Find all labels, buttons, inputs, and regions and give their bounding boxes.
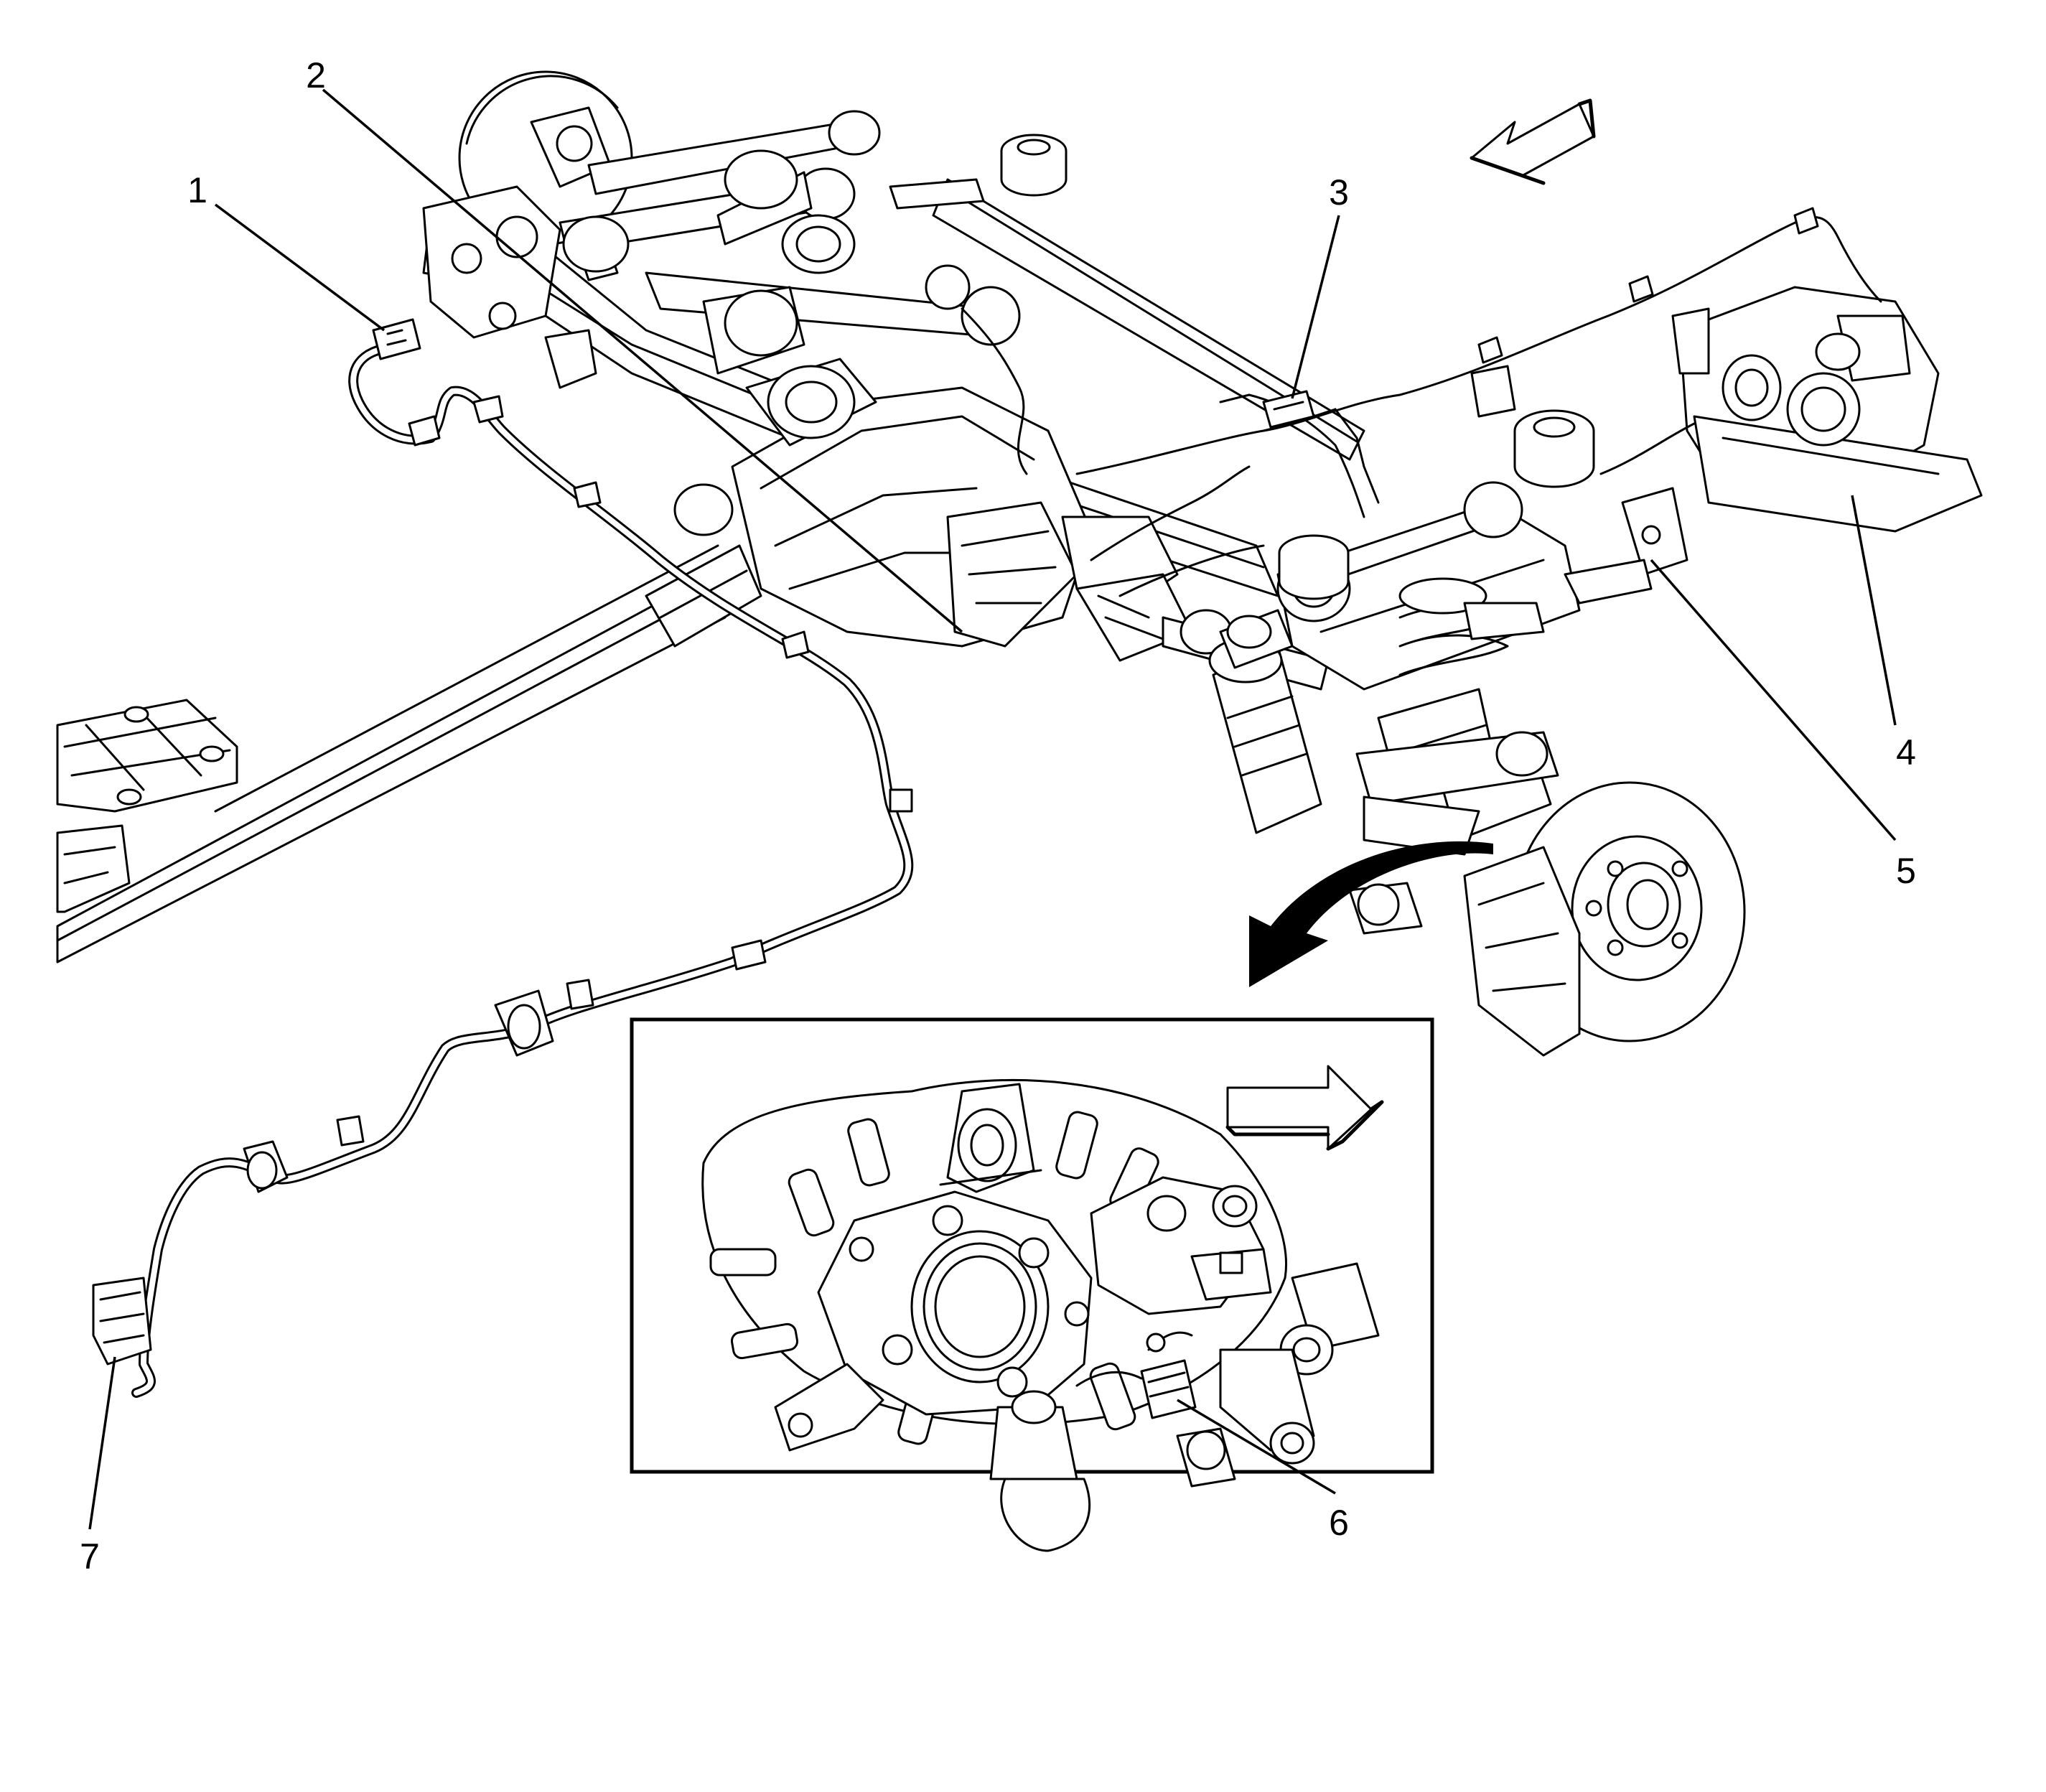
upper-control-arms [559, 110, 1021, 375]
front-direction-arrow-icon [1470, 98, 1596, 185]
rotation-arrow-icon [1249, 841, 1493, 987]
sensor-bracket [1564, 487, 1688, 605]
upper-bushings [889, 134, 1068, 210]
frame-crossmember [56, 699, 238, 913]
differential [673, 358, 1179, 648]
right-lower-arm [1355, 731, 1559, 856]
left-wheel-speed-harness [92, 318, 914, 1398]
callout-label-3: 3 [1329, 172, 1349, 213]
right-shock-absorber [1208, 609, 1322, 834]
callout-label-2: 2 [306, 55, 326, 95]
detail-view-arrow-icon [1225, 1065, 1384, 1151]
knuckle-bolts [849, 1205, 1090, 1398]
callout-label-5: 5 [1896, 851, 1916, 891]
detail-knuckle-view [701, 1078, 1380, 1552]
callout-labels: 1 2 3 4 5 6 7 [80, 55, 1916, 1577]
callout-label-7: 7 [80, 1536, 100, 1577]
right-bushings [1278, 365, 1595, 600]
sensor-connector-1 [372, 318, 421, 360]
right-upper-arm [1276, 481, 1581, 691]
callout-label-4: 4 [1896, 732, 1916, 773]
drive-shaft [56, 544, 762, 963]
callout-label-6: 6 [1329, 1503, 1349, 1543]
wheel-speed-sensor-6 [1140, 1359, 1197, 1419]
rear-module-assembly [1671, 286, 1983, 533]
right-knuckle-brake-disc [1348, 688, 1746, 1057]
callout-leaders [88, 88, 1897, 1530]
callout-label-1: 1 [187, 170, 207, 210]
